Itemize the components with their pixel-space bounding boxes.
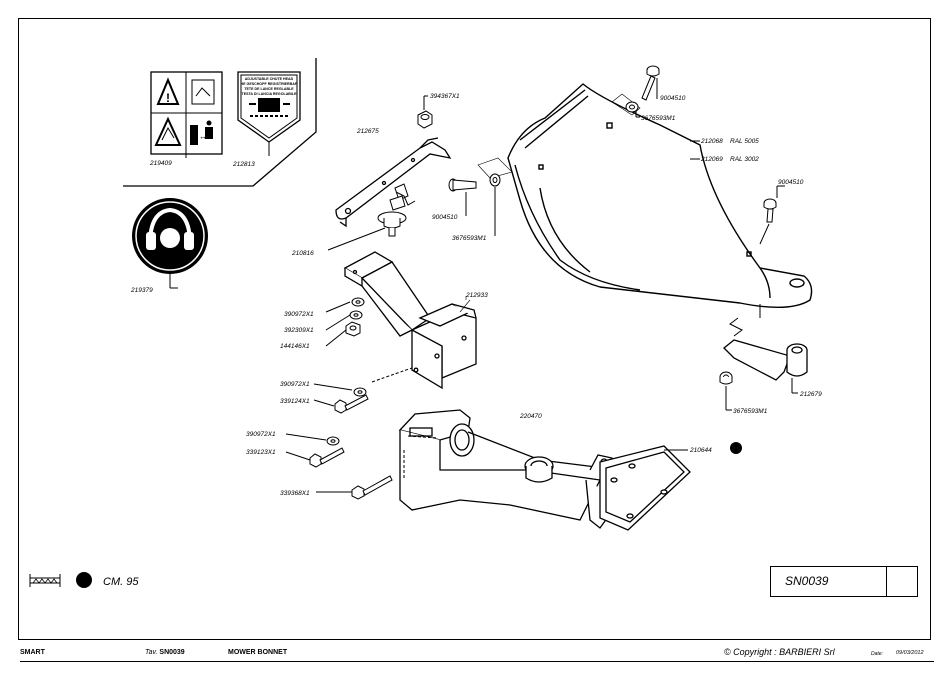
bolt-339124 — [334, 394, 369, 414]
svg-text:!: ! — [166, 91, 170, 105]
footer-copyright: © Copyright : BARBIERI Srl — [724, 647, 835, 657]
svg-text:↔: ↔ — [199, 132, 207, 141]
drawing-frame — [18, 18, 931, 640]
label-ral-3002: RAL 3002 — [730, 156, 759, 163]
label-219379: 219379 — [130, 287, 153, 294]
svg-text:ADJUSTABLE CHUTE HEAD: ADJUSTABLE CHUTE HEAD — [245, 77, 294, 81]
vibration-mount — [377, 183, 416, 237]
adjustable-head-sticker: ADJUSTABLE CHUTE HEAD HE GESCHOPF REGIST… — [237, 71, 301, 143]
footer-description: MOWER BONNET — [228, 649, 288, 656]
mounting-arm — [343, 251, 477, 390]
bolt-339123 — [309, 447, 345, 468]
nut-394367 — [417, 110, 433, 129]
drawing-code: SN0039 — [771, 567, 887, 596]
footer-tav-code: SN0039 — [159, 649, 185, 656]
nut-144146 — [345, 321, 361, 337]
label-9004510-middle: 9004510 — [432, 214, 458, 221]
footer-date-label: Date: — [871, 651, 883, 657]
label-390972-b: 390972X1 — [280, 381, 310, 388]
label-212675: 212675 — [356, 128, 379, 135]
label-394367: 394367X1 — [430, 93, 460, 100]
mower-bonnet — [477, 83, 813, 309]
footer-date: 09/03/2012 — [896, 650, 924, 656]
cutting-width-label: CM. 95 — [103, 576, 139, 588]
label-210816: 210816 — [291, 250, 314, 257]
label-339123: 339123X1 — [246, 449, 276, 456]
title-block: SN0039 — [770, 566, 918, 597]
support-base — [398, 409, 621, 529]
upper-bracket — [335, 137, 452, 228]
label-9004510-right: 9004510 — [778, 179, 804, 186]
label-212679: 212679 — [799, 391, 822, 398]
screw-9004510-middle — [448, 178, 477, 192]
label-212068: 212068 — [700, 138, 723, 145]
warning-sticker: ! ↔ — [150, 71, 223, 155]
grommet-3676593-top — [625, 101, 639, 113]
screw-9004510-top — [641, 65, 660, 101]
label-3676593-bottom: 3676593M1 — [733, 408, 768, 415]
label-392309: 392309X1 — [284, 327, 314, 334]
footer-tav-label: Tav. — [145, 649, 158, 656]
washer-390972-a — [351, 297, 365, 307]
black-dot-marker — [730, 442, 742, 454]
svg-text:TETE DE LANCE REGLABLE: TETE DE LANCE REGLABLE — [244, 87, 294, 91]
grommet-3676593-bottom — [719, 371, 733, 385]
washer-392309 — [349, 310, 363, 320]
washer-390972-c — [326, 436, 340, 446]
svg-text:HE GESCHOPF REGISTRIERBAR: HE GESCHOPF REGISTRIERBAR — [241, 82, 298, 86]
label-390972-a: 390972X1 — [284, 311, 314, 318]
label-3676593-middle: 3676593M1 — [452, 235, 487, 242]
grommet-3676593-middle — [489, 173, 501, 187]
washer-390972-b — [353, 387, 367, 397]
label-212069: 212069 — [700, 156, 723, 163]
clamp-212679 — [723, 339, 808, 381]
label-339124: 339124X1 — [280, 398, 310, 405]
mounting-plate — [599, 445, 691, 531]
label-ral-5005: RAL 5005 — [730, 138, 759, 145]
cutting-width-icon — [29, 574, 61, 587]
svg-text:TESTA DI LANCIA REGOLABILE: TESTA DI LANCIA REGOLABILE — [242, 92, 298, 96]
footer-machine: SMART — [20, 649, 45, 656]
label-210644: 210644 — [689, 447, 712, 454]
label-212813: 212813 — [232, 161, 255, 168]
screw-9004510-right — [763, 198, 777, 223]
label-339368: 339368X1 — [280, 490, 310, 497]
label-144146: 144146X1 — [280, 343, 310, 350]
label-390972-c: 390972X1 — [246, 431, 276, 438]
label-219409: 219409 — [149, 160, 172, 167]
footer-bar: SMART Tav. SN0039 MOWER BONNET © Copyrig… — [20, 647, 934, 662]
label-220470: 220470 — [519, 413, 542, 420]
legend-dot — [76, 572, 92, 588]
ear-protection-sticker — [132, 198, 208, 274]
label-9004510-top: 9004510 — [660, 95, 686, 102]
footer-table: Tav. SN0039 — [145, 649, 185, 656]
title-block-blank-cell — [887, 567, 917, 596]
label-212933: 212933 — [465, 292, 488, 299]
label-3676593-top: 3676593M1 — [641, 115, 676, 122]
bolt-339368 — [351, 475, 393, 500]
